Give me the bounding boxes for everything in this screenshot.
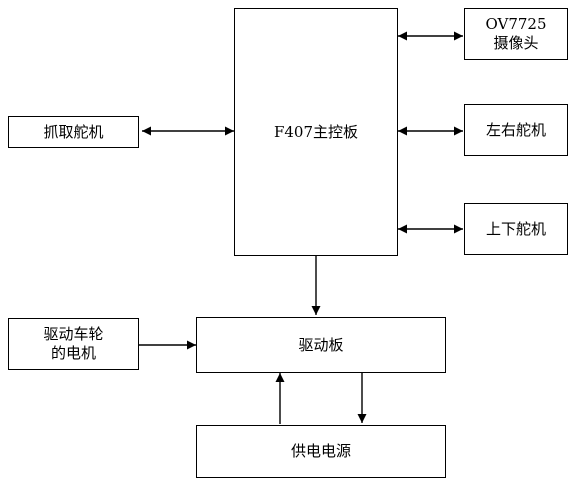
grab-servo-box: 抓取舵机 bbox=[8, 116, 139, 148]
ud-servo-label: 上下舵机 bbox=[485, 219, 546, 238]
main-controller-label: F407主控板 bbox=[273, 122, 359, 141]
wheel-motor-label-line1: 驱动车轮 bbox=[43, 325, 104, 343]
wheel-motor-box: 驱动车轮 的电机 bbox=[8, 318, 139, 370]
power-supply-box: 供电电源 bbox=[196, 425, 446, 478]
lr-servo-label: 左右舵机 bbox=[485, 120, 546, 139]
driver-board-label: 驱动板 bbox=[298, 335, 344, 354]
wheel-motor-label-line2: 的电机 bbox=[50, 344, 96, 362]
main-controller-box: F407主控板 bbox=[234, 8, 398, 256]
camera-label-line2: 摄像头 bbox=[493, 34, 539, 52]
camera-label-line1: OV7725 bbox=[485, 15, 547, 33]
lr-servo-box: 左右舵机 bbox=[464, 104, 568, 156]
driver-board-box: 驱动板 bbox=[196, 317, 446, 373]
ud-servo-box: 上下舵机 bbox=[464, 203, 568, 255]
power-supply-label: 供电电源 bbox=[290, 442, 351, 460]
grab-servo-label: 抓取舵机 bbox=[43, 122, 104, 141]
camera-box: OV7725 摄像头 bbox=[464, 8, 568, 60]
